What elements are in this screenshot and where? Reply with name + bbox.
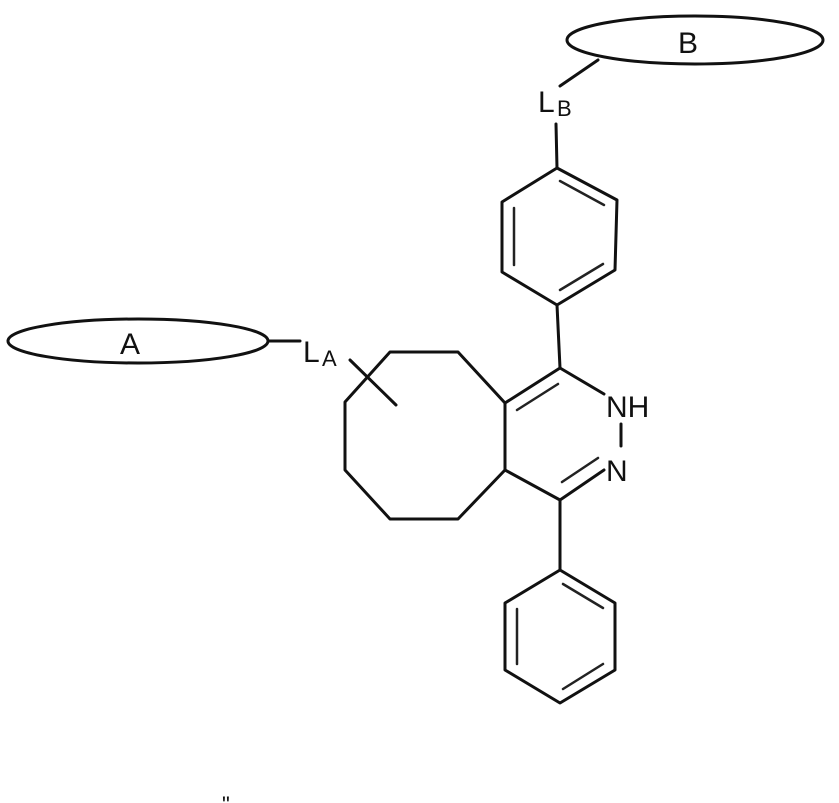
n-c-double-bond-outer bbox=[560, 470, 604, 500]
nh-label: NH bbox=[606, 391, 649, 424]
linker-b-label: L bbox=[538, 86, 555, 119]
group-a-label: A bbox=[120, 328, 140, 361]
linker-b-subscript: B bbox=[557, 96, 572, 121]
lower-phenyl-ring bbox=[505, 570, 615, 703]
linker-a-bond-ring bbox=[350, 360, 396, 405]
linker-a-label: L bbox=[303, 336, 320, 369]
group-b-label: B bbox=[678, 27, 698, 60]
upper-phenyl-double-bond-1 bbox=[560, 181, 604, 205]
upper-phenyl-ring bbox=[502, 168, 617, 368]
footer-mark: " bbox=[222, 792, 230, 803]
diazine-ring: NH N bbox=[505, 368, 649, 570]
linker-a-subscript: A bbox=[322, 346, 337, 371]
linker-b: L B bbox=[538, 60, 598, 168]
linker-b-bond-top bbox=[560, 60, 598, 86]
upper-phenyl-double-bond-2 bbox=[560, 264, 603, 290]
lower-phenyl-double-bond-1 bbox=[563, 584, 603, 608]
c-c-double-bond-inner bbox=[517, 384, 558, 410]
group-a: A bbox=[8, 319, 268, 363]
cyclooctane-ring bbox=[345, 352, 505, 519]
c-c-single-bond bbox=[505, 470, 560, 500]
n-label: N bbox=[606, 455, 628, 488]
c-c-double-bond-outer bbox=[505, 368, 560, 403]
lower-phenyl-outline bbox=[505, 570, 615, 703]
cyclooctane-outline bbox=[345, 352, 505, 519]
upper-phenyl-to-core-bond bbox=[557, 305, 560, 368]
linker-a: L A bbox=[268, 336, 396, 405]
upper-phenyl-outline bbox=[502, 168, 617, 305]
group-b: B bbox=[567, 16, 823, 64]
linker-b-bond-ring bbox=[556, 124, 557, 168]
c-nh-bond bbox=[560, 368, 604, 394]
lower-phenyl-double-bond-2 bbox=[563, 664, 603, 689]
